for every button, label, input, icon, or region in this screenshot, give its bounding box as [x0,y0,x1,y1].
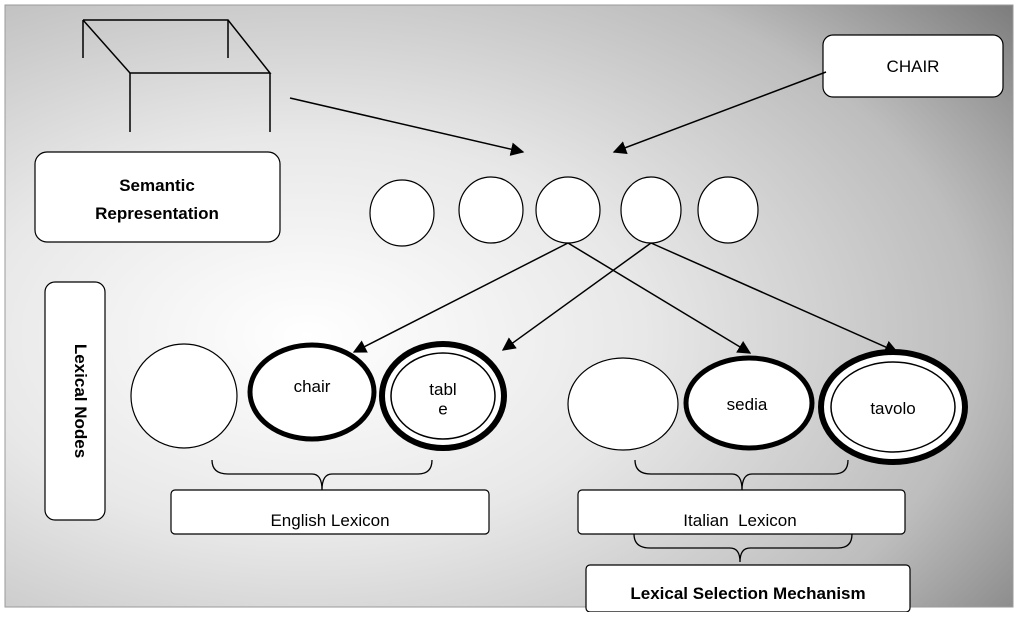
semantic-feature-node [620,176,682,244]
lexical-nodes-box: Lexical Nodes [44,281,106,521]
chair-concept-box: CHAIR [822,34,1004,98]
text-line: tabl [429,380,456,399]
italian-lexical-nodes: sedia tavolo [567,349,968,465]
arrow-to-table [501,242,652,351]
semantic-feature-nodes [369,176,759,247]
semantic-feature-node [535,176,601,244]
lexical-selection-label: Lexical Selection Mechanism [630,584,865,603]
arrow-to-sedia [567,242,752,354]
italian-node-tavolo-inner-ring [830,361,956,453]
english-node-table [379,341,507,451]
arrow-to-chair [352,242,569,353]
arrow-to-tavolo [650,242,899,354]
semantic-label-line1: Semantic [119,176,195,195]
italian-node-tavolo-label: tavolo [870,399,915,418]
english-node-blank [130,343,238,449]
english-node-chair [247,342,377,442]
lexical-selection-box: Lexical Selection Mechanism [585,564,911,613]
english-lexicon-label: English Lexicon [270,511,389,530]
english-lexicon-box: English Lexicon [170,489,490,535]
italian-node-sedia-label: sedia [727,395,768,414]
chair-concept-label: CHAIR [887,57,940,76]
semantic-feature-node [458,176,524,244]
english-node-table-inner-ring [390,352,496,440]
semantic-label-line2: Representation [95,204,219,223]
selection-brace [633,533,853,563]
italian-lexicon-box: Italian Lexicon [577,489,906,535]
italian-lexicon-label: Italian Lexicon [683,511,796,530]
semantic-representation-box: Semantic Representation [34,151,281,243]
arrow-table-to-features [289,97,525,156]
text-line: e [438,400,447,419]
arrow-chair-to-features [612,71,827,155]
semantic-feature-node [369,179,435,247]
english-node-chair-label: chair [294,377,331,396]
table-drawing [82,19,272,132]
italian-node-sedia [683,355,815,451]
lexical-nodes-label: Lexical Nodes [71,344,90,458]
italian-node-tavolo [818,349,968,465]
semantic-feature-node [697,176,759,244]
italian-node-blank [567,357,679,451]
